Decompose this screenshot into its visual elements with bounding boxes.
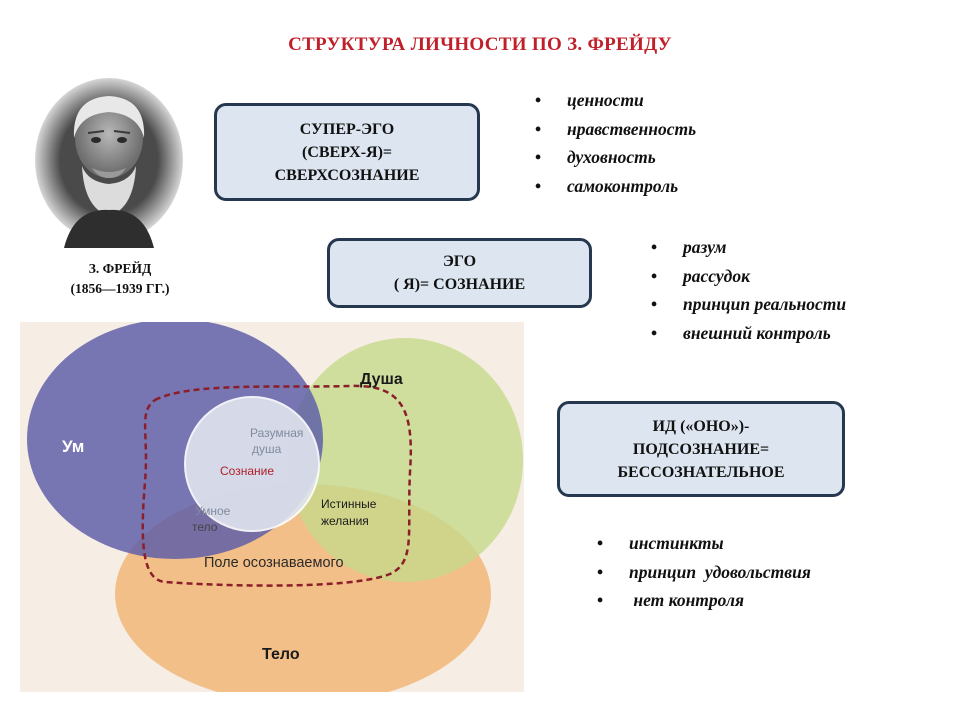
id-box: ИД («ОНО»)- ПОДСОЗНАНИЕ= БЕССОЗНАТЕЛЬНОЕ [557, 401, 845, 497]
bullet-item: •инстинкты [597, 529, 811, 558]
label-clever-body-1: Умное [195, 504, 231, 518]
bullet-item: •принцип удовольствия [597, 558, 811, 587]
ego-line-2: ( Я)= СОЗНАНИЕ [393, 276, 526, 293]
bullet-dot: • [651, 237, 658, 257]
bullet-dot: • [535, 90, 542, 110]
portrait-caption: З. ФРЕЙД (1856—1939 ГГ.) [40, 259, 200, 299]
bullet-item: •рассудок [651, 262, 846, 291]
bullet-dot: • [535, 175, 542, 196]
ego-line-1: ЭГО [442, 253, 477, 270]
freud-portrait [35, 78, 183, 248]
soul-ellipse [287, 338, 523, 582]
caption-years: (1856—1939 ГГ.) [70, 281, 170, 296]
label-reasonable-soul-2: душа [252, 442, 282, 456]
bullet-dot: • [651, 322, 658, 343]
superego-box: СУПЕР-ЭГО (СВЕРХ-Я)= СВЕРХСОЗНАНИЕ [214, 103, 480, 201]
bullet-dot: • [597, 590, 604, 610]
bullet-dot: • [597, 561, 604, 582]
bullet-item: •внешний контроль [651, 319, 846, 348]
label-true-desires-1: Истинные [321, 497, 377, 511]
bullet-item: •ценности [535, 86, 696, 115]
superego-line-3: СВЕРХСОЗНАНИЕ [274, 166, 420, 184]
ego-bullets: •разум •рассудок •принцип реальности •вн… [651, 233, 846, 347]
label-awareness-field: Поле осознаваемого [204, 555, 344, 571]
ego-box: ЭГО ( Я)= СОЗНАНИЕ [327, 238, 592, 308]
superego-line-2: (СВЕРХ-Я)= [301, 143, 393, 161]
label-soul: Душа [360, 371, 403, 388]
id-line-2: ПОДСОЗНАНИЕ= [632, 440, 770, 458]
bullet-dot: • [597, 533, 604, 553]
label-reasonable-soul-1: Разумная [250, 426, 303, 440]
label-body: Тело [262, 646, 300, 663]
bullet-item: •духовность [535, 143, 696, 172]
bullet-item: • нет контроля [597, 586, 811, 615]
bullet-dot: • [651, 265, 658, 286]
label-consciousness: Сознание [220, 464, 274, 478]
bullet-item: •нравственность [535, 115, 696, 144]
bullet-dot: • [535, 147, 542, 167]
label-mind: Ум [62, 437, 84, 456]
bullet-item: •самоконтроль [535, 172, 696, 201]
page-title: СТРУКТУРА ЛИЧНОСТИ ПО З. ФРЕЙДУ [288, 34, 672, 55]
bullet-item: •принцип реальности [651, 290, 846, 319]
id-bullets: •инстинкты •принцип удовольствия • нет к… [597, 529, 811, 615]
bullet-dot: • [535, 118, 542, 139]
id-line-3: БЕССОЗНАТЕЛЬНОЕ [617, 463, 785, 481]
superego-bullets: •ценности •нравственность •духовность •с… [535, 86, 696, 200]
bullet-dot: • [651, 294, 658, 314]
label-clever-body-2: тело [192, 520, 218, 534]
awareness-field-boundary [141, 384, 412, 587]
venn-diagram: Ум Душа Тело Разумная душа Сознание Умно… [20, 322, 524, 692]
caption-name: З. ФРЕЙД [88, 261, 152, 276]
consciousness-circle [184, 396, 320, 532]
label-true-desires-2: желания [321, 514, 369, 528]
id-line-1: ИД («ОНО»)- [652, 417, 750, 435]
bullet-item: •разум [651, 233, 846, 262]
superego-line-1: СУПЕР-ЭГО [299, 120, 395, 138]
